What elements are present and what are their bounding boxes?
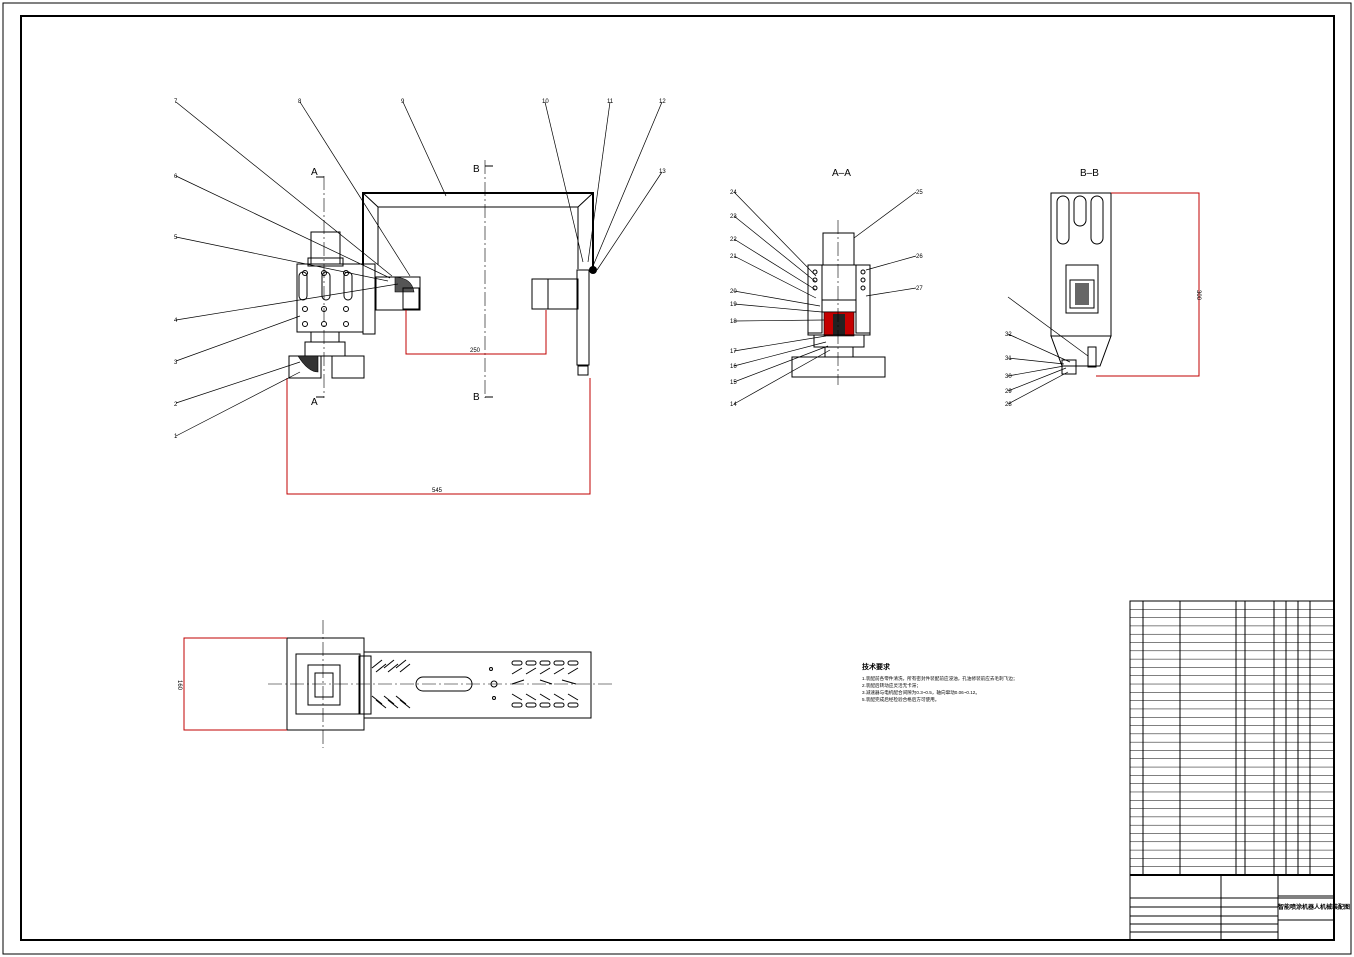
gripper-post	[576, 269, 590, 366]
callout: 13	[659, 169, 666, 175]
callout: 30	[1005, 374, 1012, 380]
callout: 6	[174, 174, 178, 180]
section-bb-view	[1050, 192, 1200, 377]
callout: 24	[730, 190, 737, 196]
cut-b-top: B	[473, 164, 480, 175]
callout: 29	[1005, 389, 1012, 395]
callout: 7	[174, 99, 178, 105]
view-labels: A–A B–B A A B B 250 545 300 160	[176, 164, 1201, 691]
leaders-front	[175, 101, 663, 437]
callout: 11	[607, 99, 614, 105]
leaders-bb	[1007, 296, 1089, 405]
callout-numbers: 1 2 3 4 5 6 7 8 9 10 11 12 13 14 15 16 1…	[174, 99, 1012, 440]
cut-a-top: A	[311, 167, 318, 178]
arm-frame	[362, 192, 594, 269]
callout: 21	[730, 254, 737, 260]
label-bb: B–B	[1080, 168, 1099, 179]
technical-requirements: 技术要求 1.装配前各零件清洗，所有密封件装配前应浸油，孔油修装前应去毛刺飞边；…	[862, 662, 1112, 703]
callout: 16	[730, 364, 737, 370]
note-line: 5.装配完成后经检验合格后方可使用。	[862, 697, 940, 702]
callout: 17	[730, 349, 737, 355]
note-line: 1.装配前各零件清洗，所有密封件装配前应浸油，孔油修装前应去毛刺飞边；	[862, 676, 1018, 681]
section-aa-view	[791, 220, 886, 385]
callout: 12	[659, 99, 666, 105]
dim-text-160: 160	[176, 680, 182, 691]
base-block	[331, 355, 365, 379]
callout: 31	[1005, 356, 1012, 362]
callout: 9	[401, 99, 405, 105]
dimension-250	[405, 310, 547, 355]
bill-of-materials	[1129, 600, 1335, 941]
aa-base	[791, 356, 886, 378]
callout: 22	[730, 237, 737, 243]
callout: 10	[542, 99, 549, 105]
front-view	[286, 160, 597, 495]
dim-text-545: 545	[432, 488, 443, 494]
dimension-300	[1096, 192, 1200, 377]
dim-text-300: 300	[1195, 290, 1201, 301]
note-line: 2.装配后转动应灵活无卡滞；	[862, 683, 921, 688]
top-view-arm	[363, 651, 592, 719]
callout: 5	[174, 235, 178, 241]
dimension-545	[286, 378, 591, 495]
motor-cap	[310, 231, 341, 265]
callout: 15	[730, 380, 737, 386]
dimension-160	[183, 637, 287, 731]
cut-b-bottom: B	[473, 392, 480, 403]
callout: 18	[730, 319, 737, 325]
callout: 14	[730, 402, 737, 408]
leaders-aa	[733, 191, 917, 405]
callout: 8	[298, 99, 302, 105]
callout: 20	[730, 289, 737, 295]
callout: 4	[174, 318, 178, 324]
dim-text-250: 250	[470, 348, 481, 354]
callout: 2	[174, 402, 178, 408]
inner-frame	[20, 15, 1335, 941]
callout: 28	[1005, 402, 1012, 408]
callout: 3	[174, 360, 178, 366]
callout: 19	[730, 302, 737, 308]
drawing-title: 智能喷涂机器人机械装配图	[1278, 905, 1351, 911]
callout: 32	[1005, 332, 1012, 338]
callout: 26	[916, 254, 923, 260]
callout: 1	[174, 434, 178, 440]
callout: 25	[916, 190, 923, 196]
note-line: 3.减速器与电机配合间隙为0.3~0.5，轴向窜动0.06~0.12。	[862, 690, 980, 695]
callout: 27	[916, 286, 923, 292]
notes-title: 技术要求	[862, 664, 890, 671]
top-view	[183, 620, 612, 748]
label-aa: A–A	[832, 168, 851, 179]
callout: 23	[730, 214, 737, 220]
cut-a-bottom: A	[311, 397, 318, 408]
